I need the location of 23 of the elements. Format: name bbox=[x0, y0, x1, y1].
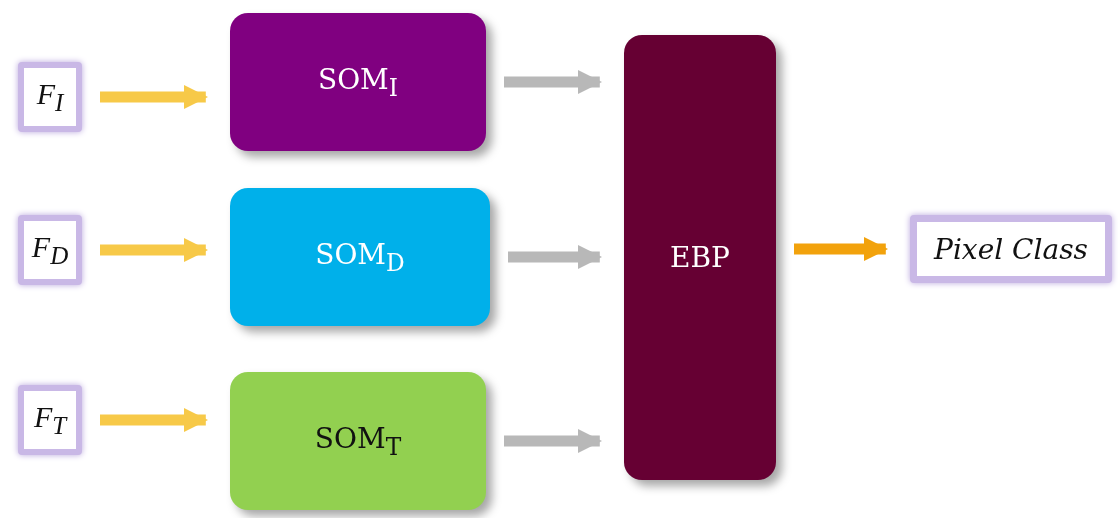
process-box bbox=[624, 35, 776, 480]
node-label: F$_{I}$ bbox=[36, 77, 64, 117]
node-label: Pixel Class bbox=[934, 232, 1088, 266]
arrow bbox=[794, 236, 889, 262]
output-box bbox=[910, 215, 1112, 283]
input-box bbox=[18, 215, 82, 285]
arrow bbox=[504, 69, 603, 95]
node-label: SOM$_{I}$ bbox=[318, 62, 398, 102]
node-label: F$_{T}$ bbox=[33, 400, 67, 440]
process-box bbox=[230, 372, 486, 510]
node-label: SOM$_{T}$ bbox=[314, 421, 402, 461]
node-label: SOM$_{D}$ bbox=[315, 237, 405, 277]
arrow bbox=[100, 84, 209, 110]
arrow bbox=[504, 428, 603, 454]
process-box bbox=[230, 13, 486, 151]
arrow bbox=[100, 407, 209, 433]
node-label: EBP bbox=[670, 241, 730, 274]
arrow bbox=[508, 244, 603, 270]
input-box bbox=[18, 385, 82, 455]
node-label: F$_{D}$ bbox=[31, 230, 69, 270]
process-box bbox=[230, 188, 490, 326]
arrow bbox=[100, 237, 209, 263]
input-box bbox=[18, 62, 82, 132]
